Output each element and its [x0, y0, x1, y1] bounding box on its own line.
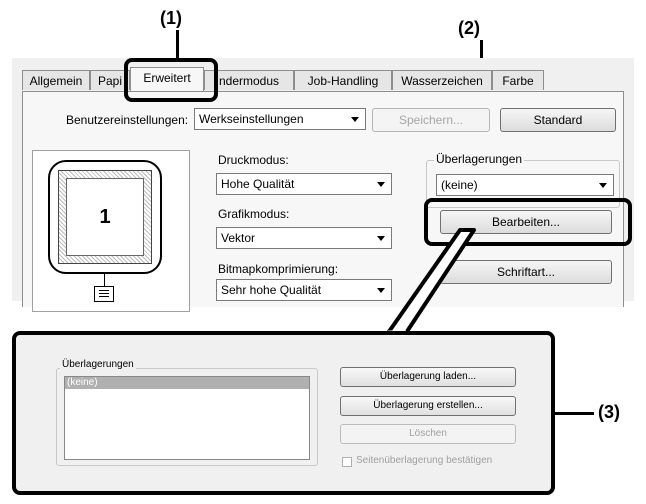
load-overlay-button[interactable]: Überlagerung laden...: [340, 367, 516, 387]
bitmap-compression-select[interactable]: Sehr hohe Qualität: [216, 279, 392, 301]
print-mode-select[interactable]: Hohe Qualität: [216, 173, 392, 195]
save-settings-button[interactable]: Speichern...: [372, 108, 490, 132]
preview-connector: [104, 274, 105, 286]
tab-allgemein[interactable]: Allgemein: [22, 70, 90, 90]
callout-3-line: [554, 412, 594, 415]
chevron-down-icon: [377, 236, 385, 241]
callout-2: (2): [458, 18, 480, 38]
chevron-down-icon: [599, 183, 607, 188]
user-settings-select[interactable]: Werkseinstellungen: [194, 108, 366, 130]
callout-3: (3): [598, 402, 620, 422]
delete-overlay-button[interactable]: Löschen: [340, 424, 516, 444]
tab-farbe[interactable]: Farbe: [492, 70, 544, 90]
graphics-mode-value: Vektor: [221, 231, 256, 245]
confirm-overlay-label: Seitenüberlagerung bestätigen: [356, 455, 493, 466]
zoom-overlays-groupbox: [56, 368, 318, 466]
tab-erweitert[interactable]: Erweitert: [130, 67, 204, 91]
chevron-down-icon: [377, 288, 385, 293]
page-preview-number: 1: [99, 206, 111, 228]
user-settings-label: Benutzereinstellungen:: [66, 113, 189, 127]
chevron-down-icon: [351, 117, 359, 122]
create-overlay-button[interactable]: Überlagerung erstellen...: [340, 396, 516, 416]
bitmap-compression-value: Sehr hohe Qualität: [221, 283, 322, 297]
bitmap-compression-label: Bitmapkomprimierung:: [218, 262, 339, 276]
highlight-box-1: [124, 58, 218, 102]
print-mode-value: Hohe Qualität: [221, 177, 295, 191]
zoom-overlays-group-title: Überlagerungen: [60, 359, 136, 370]
user-settings-value: Werkseinstellungen: [199, 112, 304, 126]
confirm-overlay-checkbox[interactable]: [342, 457, 352, 467]
tab-sondermodus[interactable]: ndermodus: [204, 70, 294, 90]
highlight-box-2: [424, 198, 632, 246]
page-preview-content: [66, 178, 144, 256]
tab-papier[interactable]: Papi: [90, 70, 130, 90]
overlays-group-title: Überlagerungen: [434, 152, 525, 166]
graphics-mode-select[interactable]: Vektor: [216, 227, 392, 249]
print-mode-label: Druckmodus:: [218, 153, 289, 167]
overlays-listbox[interactable]: [64, 376, 310, 460]
default-button[interactable]: Standard: [500, 108, 616, 132]
overlays-list-item[interactable]: (keine): [65, 377, 309, 389]
output-tray-icon: [94, 286, 114, 302]
overlays-select[interactable]: (keine): [436, 174, 614, 196]
tab-job-handling[interactable]: Job-Handling: [294, 70, 392, 90]
chevron-down-icon: [377, 182, 385, 187]
graphics-mode-label: Grafikmodus:: [218, 207, 290, 221]
font-button[interactable]: Schriftart...: [440, 260, 612, 284]
callout-1-line: [176, 30, 179, 60]
tab-wasserzeichen[interactable]: Wasserzeichen: [392, 70, 492, 90]
callout-1: (1): [160, 8, 182, 28]
highlight-box-3: [12, 331, 555, 495]
overlays-value: (keine): [441, 178, 478, 192]
